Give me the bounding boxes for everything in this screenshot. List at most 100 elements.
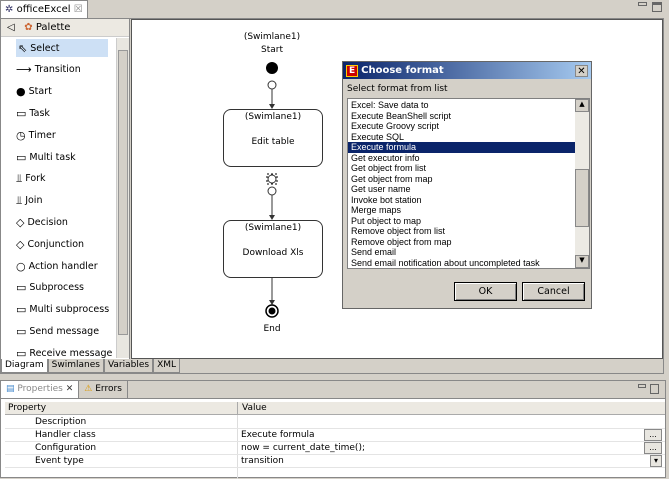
property-name: Configuration	[35, 443, 97, 453]
join-icon: ⫫	[16, 193, 23, 207]
receive-message-icon: ▭	[16, 346, 27, 360]
close-icon[interactable]: ✕	[65, 384, 74, 394]
arrow-head	[269, 215, 275, 220]
format-list-item[interactable]: Send email	[351, 247, 397, 257]
connection-handle	[267, 174, 277, 184]
subprocess-icon: ▭	[16, 281, 27, 295]
property-row[interactable]: Event type transition ▾	[5, 455, 665, 468]
format-list-item[interactable]: Invoke bot station	[351, 194, 422, 205]
action-handler-icon: ○	[16, 259, 26, 273]
editor-tab[interactable]: ✲ officeExcel ☒	[0, 0, 88, 19]
arrow-head	[269, 300, 275, 305]
palette-item-subprocess[interactable]: ▭Subprocess	[16, 281, 84, 295]
ellipsis-button[interactable]: ...	[644, 442, 662, 454]
task-edit-table[interactable]: (Swimlane1) Edit table	[223, 109, 323, 167]
palette-item-action-handler[interactable]: ○Action handler	[16, 259, 98, 273]
palette-item-transition[interactable]: ⟶Transition	[16, 63, 81, 77]
scroll-down-icon[interactable]: ▼	[575, 255, 589, 268]
palette-item-fork[interactable]: ⫫Fork	[16, 171, 46, 185]
collapse-icon[interactable]: ◁	[7, 22, 15, 33]
connection-handle	[267, 186, 277, 196]
format-list-item[interactable]: Get executor info	[351, 152, 420, 163]
scroll-thumb[interactable]	[575, 169, 589, 227]
ellipsis-button[interactable]: ...	[644, 429, 662, 441]
conjunction-icon: ◇	[16, 237, 25, 251]
property-row[interactable]: Description	[5, 416, 665, 429]
tab-errors[interactable]: ⚠ Errors	[79, 381, 128, 398]
property-name: Event type	[35, 456, 84, 466]
palette-item-start[interactable]: ●Start	[16, 85, 52, 99]
task-label: Download Xls	[242, 248, 304, 258]
maximize-icon[interactable]	[650, 384, 659, 394]
decision-icon: ◇	[16, 215, 25, 229]
format-list-item[interactable]: Remove object from list	[351, 226, 446, 236]
tab-properties[interactable]: ▤ Properties ✕	[1, 381, 80, 398]
format-list-item[interactable]: Merge maps	[351, 205, 402, 215]
swimlane-label: (Swimlane1)	[244, 112, 302, 122]
selection-handle	[266, 173, 278, 185]
end-node-center	[268, 307, 276, 315]
list-scrollbar[interactable]: ▲ ▼	[575, 99, 589, 268]
task-download-xls[interactable]: (Swimlane1) Download Xls	[223, 220, 323, 278]
palette-item-send-message[interactable]: ▭Send message	[16, 324, 100, 338]
maximize-icon[interactable]	[652, 2, 662, 12]
tab-xml[interactable]: XML	[153, 359, 181, 373]
end-label: End	[263, 324, 281, 334]
column-value: Value	[237, 402, 267, 415]
minimize-icon[interactable]	[638, 384, 646, 388]
property-value[interactable]: transition	[241, 456, 284, 466]
ok-button[interactable]: OK	[454, 282, 517, 301]
palette-scrollbar[interactable]	[116, 38, 129, 358]
palette-item-receive-message[interactable]: ▭Receive message	[16, 346, 113, 360]
column-divider	[237, 415, 238, 479]
tab-variables[interactable]: Variables	[103, 359, 154, 373]
properties-icon: ▤	[6, 384, 15, 394]
tab-diagram[interactable]: Diagram	[1, 359, 48, 373]
format-list-item[interactable]: Get object from list	[351, 163, 427, 173]
property-name: Description	[35, 417, 87, 427]
scroll-up-icon[interactable]: ▲	[575, 99, 589, 112]
task-icon: ▭	[16, 106, 27, 120]
cancel-button[interactable]: Cancel	[522, 282, 585, 301]
palette-item-conjunction[interactable]: ◇Conjunction	[16, 237, 85, 251]
format-list-item[interactable]: Execute Groovy script	[351, 121, 440, 131]
palette-icon: ✿	[24, 22, 33, 33]
tab-swimlanes[interactable]: Swimlanes	[47, 359, 104, 373]
choose-format-dialog: E Choose format ✕ Select format from lis…	[342, 61, 592, 309]
send-message-icon: ▭	[16, 324, 27, 338]
close-icon[interactable]: ✕	[575, 64, 588, 77]
palette-item-select[interactable]: ⇖Select	[16, 39, 108, 57]
palette-item-timer[interactable]: ◷Timer	[16, 128, 56, 142]
warning-icon: ⚠	[84, 384, 93, 394]
property-value[interactable]: now = current_date_time();	[241, 443, 365, 453]
palette-item-multi-task[interactable]: ▭Multi task	[16, 150, 76, 164]
swimlane-label: (Swimlane1)	[243, 32, 301, 42]
palette-header[interactable]: ◁ ✿ Palette	[1, 19, 129, 37]
minimize-icon[interactable]	[638, 2, 647, 6]
table-header: Property Value	[5, 402, 665, 415]
format-list-item[interactable]: Remove object from map	[351, 236, 452, 247]
multi-task-icon: ▭	[16, 150, 27, 164]
palette-item-decision[interactable]: ◇Decision	[16, 215, 68, 229]
format-list-item[interactable]: Execute BeanShell script	[351, 110, 452, 121]
format-list-item[interactable]: Send email notification about uncomplete…	[351, 257, 540, 268]
format-list-item[interactable]: Execute formula	[348, 142, 575, 153]
close-icon[interactable]: ☒	[73, 4, 83, 15]
palette-item-task[interactable]: ▭Task	[16, 106, 50, 120]
connection-handle	[267, 80, 277, 90]
canvas-scroll-edge	[663, 19, 664, 359]
format-list-item[interactable]: Put object to map	[351, 215, 422, 226]
task-label: Edit table	[251, 137, 295, 147]
property-row[interactable]: Configuration now = current_date_time();.…	[5, 442, 665, 455]
palette-item-join[interactable]: ⫫Join	[16, 193, 43, 207]
dropdown-button[interactable]: ▾	[650, 455, 662, 467]
format-list-item[interactable]: Get user name	[351, 184, 411, 194]
format-list-item[interactable]: Excel: Save data to	[351, 100, 429, 110]
palette-item-multi-subprocess[interactable]: ▭Multi subprocess	[16, 303, 110, 317]
dialog-title-bar[interactable]: E Choose format ✕	[343, 62, 591, 79]
property-value[interactable]: Execute formula	[241, 430, 315, 440]
format-list-item[interactable]: Get object from map	[351, 173, 433, 184]
format-list-item[interactable]: Execute SQL	[351, 131, 405, 142]
